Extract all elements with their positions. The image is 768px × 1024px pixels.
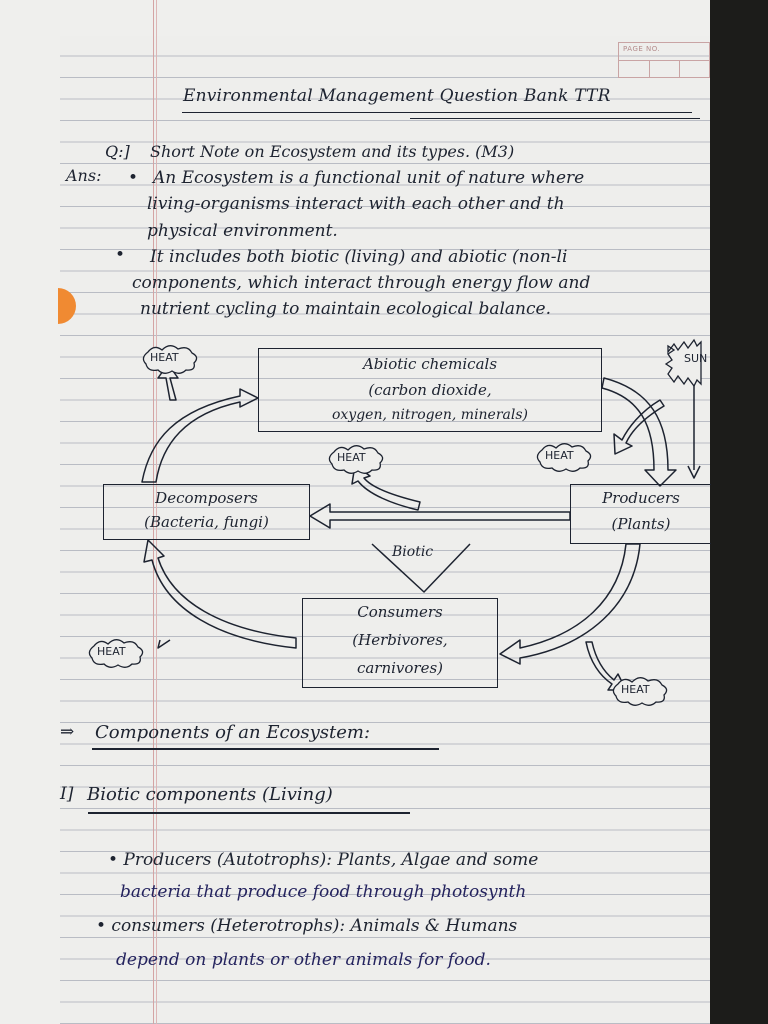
answer-label: Ans: — [66, 166, 102, 185]
heat-label: HEAT — [545, 449, 574, 462]
consumers-definition-line: • consumers (Heterotrophs): Animals & Hu… — [96, 916, 518, 936]
answer-line: living-organisms interact with each othe… — [147, 194, 565, 214]
biotic-label: Biotic — [392, 544, 434, 560]
heat-label: HEAT — [150, 351, 179, 364]
producers-definition-line: bacteria that produce food through photo… — [120, 882, 527, 902]
heat-cloud-top-left — [142, 345, 198, 374]
heat-cloud-center-left — [328, 445, 384, 474]
answer-line: nutrient cycling to maintain ecological … — [140, 299, 551, 319]
abiotic-box: Abiotic chemicals (carbon dioxide, oxyge… — [258, 348, 602, 432]
components-heading: Components of an Ecosystem: — [95, 722, 371, 743]
arrow-consumers-to-decomposers — [143, 539, 297, 649]
heat-cloud-bottom-left — [88, 639, 144, 668]
consumers-box: Consumers (Herbivores, carnivores) — [302, 598, 498, 688]
components-underline — [92, 748, 439, 750]
producers-box: Producers (Plants) — [570, 484, 711, 544]
answer-line: components, which interact through energ… — [132, 273, 591, 293]
page-number-box: PAGE NO. — [618, 42, 710, 78]
heat-label: HEAT — [97, 645, 126, 658]
page-left-edge — [0, 0, 60, 1024]
arrow-abiotic-to-producers — [601, 377, 677, 487]
heat-cloud-bottom-right — [612, 677, 668, 706]
title-underline-2 — [410, 118, 700, 119]
question-label: Q:] — [105, 142, 130, 161]
page-top-band — [60, 0, 710, 36]
arrow-producers-to-consumers — [499, 543, 641, 665]
components-arrow: ⇒ — [60, 722, 75, 742]
biotic-triangle — [371, 543, 471, 593]
sun-arrow-head — [687, 465, 701, 479]
answer-line: It includes both biotic (living) and abi… — [150, 247, 568, 267]
producers-box-line: Producers — [602, 489, 680, 507]
consumers-box-line: Consumers — [357, 603, 443, 621]
notebook-page — [60, 0, 710, 1024]
producers-box-line: (Plants) — [611, 515, 671, 533]
arrow-producers-to-decomposers — [309, 503, 571, 529]
heat-cloud-center-right — [536, 443, 592, 472]
answer-line: An Ecosystem is a functional unit of nat… — [153, 168, 585, 188]
answer-line: physical environment. — [147, 221, 338, 241]
arrow-decomposers-to-abiotic — [141, 388, 259, 483]
arrow-to-heat-center — [351, 464, 421, 511]
heat-label: HEAT — [621, 683, 650, 696]
abiotic-box-line: oxygen, nitrogen, minerals) — [331, 407, 529, 423]
margin-line-2 — [156, 0, 157, 1024]
margin-line — [153, 0, 154, 1024]
consumers-box-line: (Herbivores, — [352, 631, 448, 649]
sun-label: SUN — [684, 352, 708, 365]
heat-label: HEAT — [337, 451, 366, 464]
bullet-1-marker: • — [128, 168, 139, 188]
biotic-section-marker: I] — [60, 784, 74, 804]
dark-background-right — [710, 0, 768, 1024]
orange-object — [58, 288, 76, 324]
decomposers-box-line: (Bacteria, fungi) — [144, 513, 269, 531]
abiotic-box-line: (carbon dioxide, — [368, 381, 492, 399]
decomposers-box: Decomposers (Bacteria, fungi) — [103, 484, 310, 540]
abiotic-box-line: Abiotic chemicals — [362, 355, 498, 373]
biotic-heading: Biotic components (Living) — [87, 784, 333, 805]
title-underline — [182, 112, 692, 113]
question-text: Short Note on Ecosystem and its types. (… — [150, 142, 515, 161]
decomposers-box-line: Decomposers — [155, 489, 258, 507]
sun-icon — [664, 338, 702, 388]
arrow-to-heat-consumers — [157, 639, 171, 649]
producers-definition-line: • Producers (Autotrophs): Plants, Algae … — [108, 850, 539, 870]
arrow-small-right — [613, 399, 665, 455]
biotic-heading-underline — [88, 812, 410, 814]
bullet-2-marker: • — [115, 245, 126, 265]
page-title: Environmental Management Question Bank T… — [183, 86, 611, 106]
consumers-definition-line: depend on plants or other animals for fo… — [116, 950, 491, 970]
page-number-label: PAGE NO. — [623, 45, 661, 53]
consumers-box-line: carnivores) — [356, 659, 444, 677]
